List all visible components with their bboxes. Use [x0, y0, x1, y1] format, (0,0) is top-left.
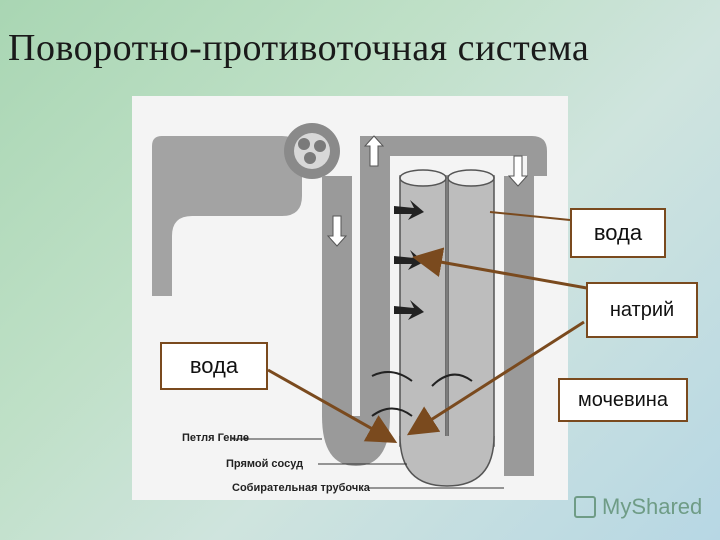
callout-sodium: натрий [586, 282, 698, 338]
ascending-limb [360, 136, 390, 416]
slide-title: Поворотно-противоточная система [8, 27, 590, 69]
collecting-duct-tube [504, 176, 534, 476]
watermark-text: MyShared [602, 494, 703, 519]
watermark: MyShared [574, 494, 702, 520]
vasa-recta-ascending [447, 175, 495, 447]
loop-of-henle-label: Петля Генле [182, 432, 249, 444]
urea-arrow [406, 320, 585, 436]
nephron-drawing [152, 123, 547, 489]
water-top-leader [489, 211, 571, 221]
water-left-arrow [267, 368, 398, 443]
callout-water-top: вода [570, 208, 666, 258]
proximal-tubule [152, 136, 302, 296]
callout-water-left: вода [160, 342, 268, 390]
collecting-duct-label: Собирательная трубочка [232, 482, 370, 494]
nephron-diagram: Петля Генле Прямой сосуд Собирательная т… [132, 96, 568, 500]
vasa-recta-label: Прямой сосуд [226, 458, 304, 470]
myshared-logo-icon [574, 496, 596, 518]
sodium-arrow [412, 247, 599, 292]
callout-urea: мочевина [558, 378, 688, 422]
